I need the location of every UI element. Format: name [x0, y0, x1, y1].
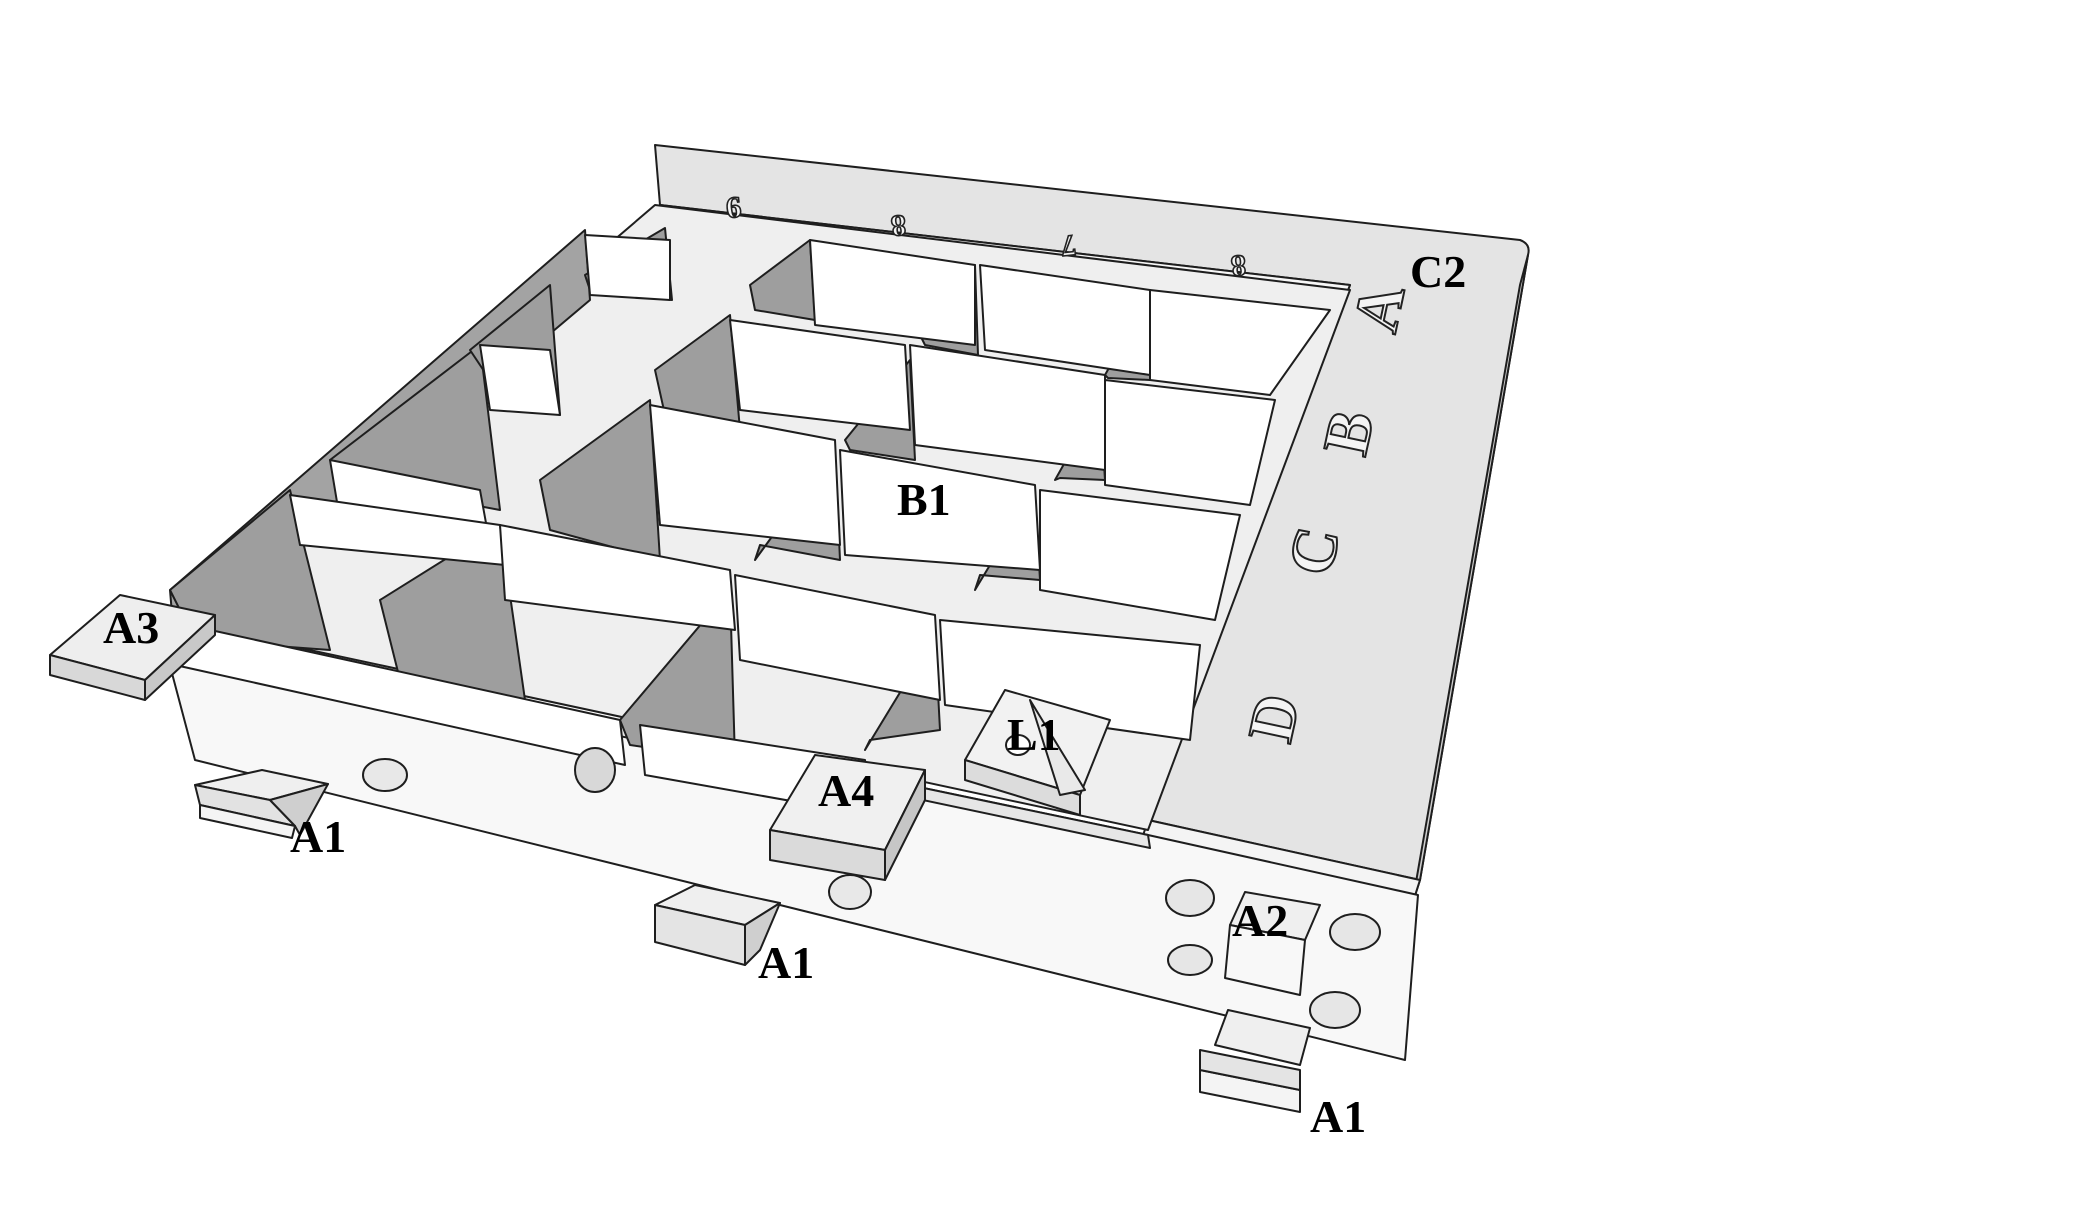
foot-clip-a1-middle: [654, 884, 781, 966]
label-a2: A2: [1232, 895, 1288, 946]
engraved-column-numbers: 9 8 7 8: [724, 189, 1249, 283]
engraved-column-3: 7: [1059, 228, 1077, 262]
divider-grid-b1: [164, 227, 1331, 816]
front-wall-holes: [362, 747, 1381, 1029]
stem-part-a2: [1224, 891, 1321, 996]
engraved-column-1: 9: [724, 190, 742, 224]
foot-clip-a1-right: [1199, 1009, 1311, 1113]
label-a4: A4: [818, 765, 874, 816]
label-l1: L1: [1007, 709, 1061, 760]
engraved-column-4: 8: [1229, 248, 1247, 282]
engraved-column-2: 8: [889, 208, 907, 242]
label-a1-left: A1: [290, 811, 346, 862]
insert-part-l1: [964, 689, 1111, 816]
label-a3: A3: [103, 602, 159, 653]
clip-part-a3: [49, 594, 216, 701]
label-a1-middle: A1: [758, 937, 814, 988]
foot-clip-a1-left: [194, 769, 329, 839]
engraved-row-letters: A B C D: [1233, 277, 1419, 749]
clip-part-a4: [769, 754, 926, 881]
label-c2: C2: [1410, 246, 1466, 297]
label-b1: B1: [897, 474, 951, 525]
callout-labels: C2 B1 A3 L1 A4 A2 A1 A1 A1: [103, 246, 1466, 1142]
label-a1-right: A1: [1310, 1091, 1366, 1142]
